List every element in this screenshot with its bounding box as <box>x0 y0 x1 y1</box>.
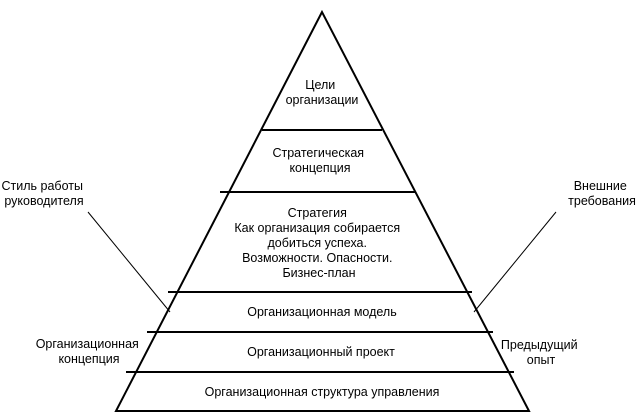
level-label-org-structure: Организационная структура управления <box>205 385 440 399</box>
level-label-strategic-concept: Стратегическая концепция <box>272 146 367 175</box>
side-label-previous-experience: Предыдущий опыт <box>501 338 581 367</box>
level-label-goals: Цели организации <box>286 78 359 107</box>
leader-right <box>473 211 557 313</box>
level-label-strategy: Стратегия Как организация собирается доб… <box>234 206 403 280</box>
pyramid-outline <box>114 9 531 412</box>
side-label-leadership-style: Стиль работы руководителя <box>2 179 87 208</box>
level-label-org-project: Организационный проект <box>247 345 395 359</box>
level-label-org-model: Организационная модель <box>247 305 396 319</box>
side-label-org-concept: Организационная концепция <box>36 337 143 366</box>
side-label-external-requirements: Внешние требования <box>568 179 636 208</box>
leader-left <box>87 211 171 313</box>
